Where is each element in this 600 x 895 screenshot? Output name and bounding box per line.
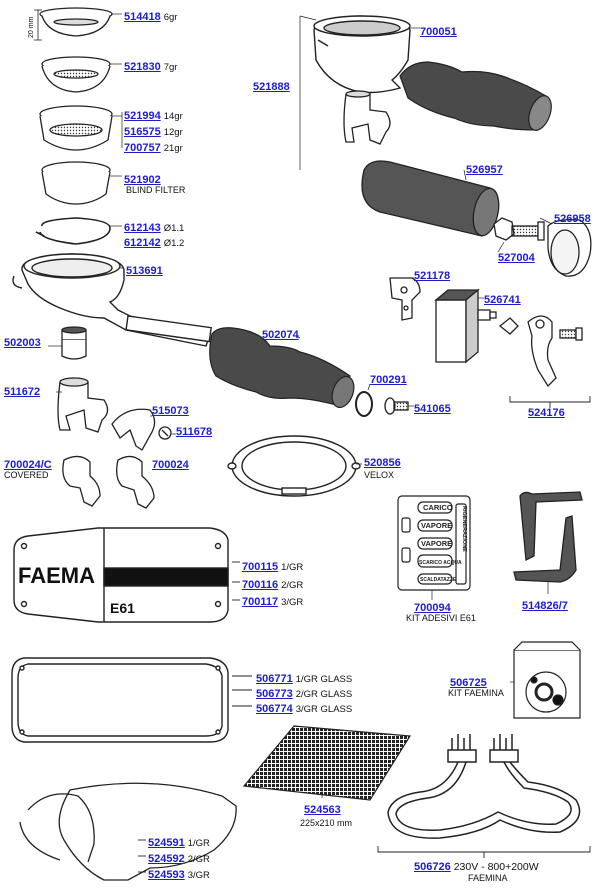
kit-faemina-506725 [513,641,581,719]
o-ring-700291 [355,391,373,417]
part-521888: 521888 [253,81,290,93]
portafilter-body [12,253,212,347]
portafilter-700051 [313,15,411,94]
part-520856: 520856 [364,457,401,469]
lever-524176 [498,315,583,388]
part-700024c-caption: COVERED [4,470,49,480]
filter-basket-6gr [39,7,113,37]
sticker-btn-vapore-1: VAPORE [421,521,452,530]
part-700024c: 700024/C [4,459,52,471]
sticker-buttons: CARICO VAPORE VAPORE SCARICO ACQUA SCALD… [417,501,467,585]
part-700051: 700051 [420,26,457,38]
bracket-line-506726 [377,846,591,858]
part-511678: 511678 [176,426,213,438]
part-514826: 514826/7 [522,600,568,612]
bracket-lines-700115 [232,561,240,601]
side-panel-faema [13,527,229,623]
part-506725-caption: KIT FAEMINA [448,688,504,698]
part-521902: 521902 [124,174,161,186]
end-cap-526958 [547,218,592,277]
part-526958: 526958 [554,213,591,225]
part-502074: 502074 [262,329,299,341]
bracket-lines-524591 [138,839,146,873]
spout-521888 [343,90,391,145]
blind-filter [41,161,111,205]
heating-element-506726 [387,734,581,839]
filter-basket-14gr [39,105,113,151]
part-515073: 515073 [152,405,189,417]
part-511672: 511672 [4,386,41,398]
glass-panel-506771 [11,657,229,743]
handle-grip-521888 [399,61,552,131]
screw-511678 [158,426,172,440]
part-506726-caption: FAEMINA [468,873,508,883]
gasket-514826 [513,491,583,583]
covered-spout [62,455,101,507]
sticker-btn-vapore-2: VAPORE [421,539,452,548]
panel-brand: FAEMA [18,563,95,588]
part-700094-caption: KIT ADESIVI E61 [406,613,476,623]
part-700291: 700291 [370,374,407,386]
sticker-btn-scaldatazze: SCALDATAZZE [420,577,457,583]
part-513691: 513691 [126,265,163,277]
spout-nut [61,326,87,360]
spout-515073 [111,408,156,451]
leader-lines [48,13,553,798]
part-527004: 527004 [498,252,535,264]
handle-sleeve-526957 [361,160,500,237]
gasket-520856 [227,435,361,497]
sticker-btn-carico: CARICO [423,503,453,512]
bracket-line-524176 [509,396,591,408]
part-541065: 541065 [414,403,451,415]
part-506725: 506725 [450,677,487,689]
panel-model: E61 [110,600,135,616]
spout-511672 [57,377,109,433]
part-502003: 502003 [4,337,41,349]
part-520856-caption: VELOX [364,470,395,480]
sticker-btn-rigenerazione: RIGENERAZIONE [461,506,467,552]
bolt-527004 [493,217,545,241]
part-521902-caption: BLIND FILTER [126,185,186,195]
drip-tray-524591 [19,782,237,881]
part-521178: 521178 [414,270,451,282]
switch-526741 [434,288,497,364]
part-524563: 524563 [304,804,341,816]
dimension-20mm-label: 20 mm [28,16,35,38]
screw-541065 [384,397,409,415]
spring-clip [35,217,111,245]
part-524176: 524176 [528,407,565,419]
part-700024: 700024 [152,459,189,471]
dimension-marker [34,9,42,41]
part-526741: 526741 [484,294,521,306]
filter-basket-7gr [41,56,111,93]
handle-grip [209,327,355,409]
part-700094: 700094 [414,602,451,614]
sticker-btn-scarico: SCARICO ACQUA [419,560,462,566]
mesh-grid-524563 [242,725,412,801]
part-524563-caption: 225x210 mm [300,818,353,828]
bracket-lines-506771 [232,675,252,707]
spout-700024 [116,455,155,509]
hinge-521178 [389,277,421,321]
part-526957: 526957 [466,164,503,176]
